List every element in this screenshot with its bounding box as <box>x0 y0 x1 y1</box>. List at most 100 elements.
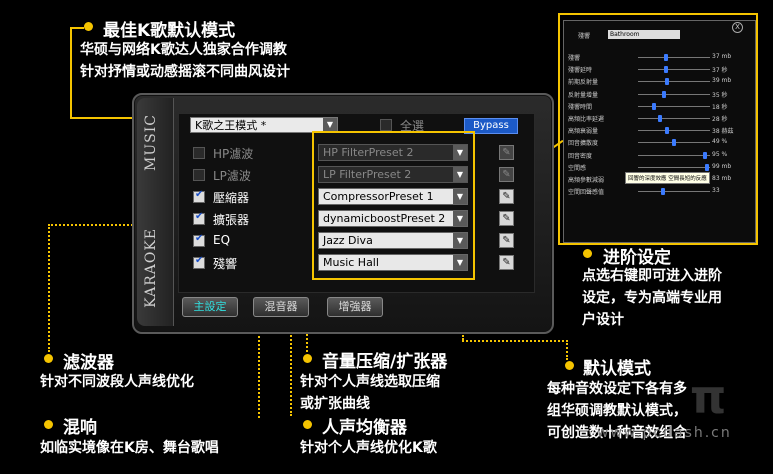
slider-label: 空間感 <box>568 164 587 172</box>
bypass-button[interactable]: Bypass <box>464 118 518 134</box>
preset-value: CompressorPreset 1 <box>323 190 434 203</box>
eq-title: 人声均衡器 <box>322 418 407 438</box>
advanced-desc-1: 点选右键即可进入进阶 <box>582 268 722 284</box>
slider-value: 49 % <box>712 138 728 146</box>
compressor-checkbox[interactable] <box>193 189 205 203</box>
eq-checkbox[interactable] <box>193 233 205 247</box>
slider-track[interactable] <box>638 81 710 83</box>
leader-line <box>48 224 50 352</box>
advanced-title: 进阶设定 <box>603 248 671 268</box>
expander-preset-select[interactable]: dynamicboostPreset 2 ▼ <box>318 210 468 227</box>
eq-preset-select[interactable]: Jazz Diva▼ <box>318 232 468 249</box>
edit-icon[interactable]: ✎ <box>499 167 514 182</box>
slider-handle[interactable] <box>658 115 663 122</box>
slider-handle[interactable] <box>665 78 670 86</box>
edit-icon[interactable]: ✎ <box>499 211 514 226</box>
leader-line <box>70 27 72 119</box>
chevron-down-icon[interactable]: ▼ <box>453 189 467 204</box>
slider-track[interactable] <box>638 154 710 156</box>
slider-handle[interactable] <box>662 90 667 98</box>
slider-track[interactable] <box>638 69 710 71</box>
eq-label: EQ <box>213 233 231 247</box>
hp-filter-label: HP濾波 <box>213 147 254 161</box>
preset-value: dynamicboostPreset 2 <box>323 212 446 225</box>
slider-handle[interactable] <box>651 102 656 110</box>
reverb-preset-select[interactable]: Music Hall ▼ <box>318 254 468 271</box>
slider-label: 殘響 <box>568 55 581 62</box>
preset-highlight-frame <box>312 131 475 280</box>
reverb-type-select[interactable]: Bathroom <box>608 30 680 39</box>
slider-track[interactable] <box>638 130 710 132</box>
slider-label: 空間回聲感值 <box>568 189 605 197</box>
advanced-select-label: 殘響 <box>578 33 591 40</box>
hp-filter-preset-select[interactable]: HP FilterPreset 2▼ <box>318 144 468 161</box>
leader-line <box>70 27 84 29</box>
slider-handle[interactable] <box>702 151 707 159</box>
slider-track[interactable] <box>638 118 710 119</box>
select-all-checkbox[interactable] <box>380 119 392 131</box>
chevron-down-icon[interactable]: ▼ <box>453 211 467 226</box>
slider-handle[interactable] <box>661 188 666 196</box>
edit-icon[interactable]: ✎ <box>499 189 514 204</box>
slider-label: 殘響時間 <box>568 103 593 111</box>
slider-value: 35 秒 <box>712 91 728 99</box>
slider-label: 回音密度 <box>568 152 593 160</box>
hp-filter-checkbox[interactable] <box>193 147 205 159</box>
callout-bullet <box>84 22 93 31</box>
mode-select[interactable]: K歌之王模式 * ▼ <box>190 117 338 133</box>
tab-karaoke[interactable]: KARAOKE <box>143 228 159 308</box>
slider-handle[interactable] <box>665 127 670 135</box>
slider-handle[interactable] <box>663 66 668 74</box>
slider-track[interactable] <box>638 105 710 107</box>
chevron-down-icon[interactable]: ▼ <box>453 233 467 248</box>
slider-value: 95 % <box>712 150 728 158</box>
tab-main-settings[interactable]: 主設定 <box>182 297 238 317</box>
expander-checkbox[interactable] <box>193 211 205 225</box>
tab-music[interactable]: MUSIC <box>143 114 159 171</box>
slider-track[interactable] <box>638 57 710 58</box>
tab-mixer[interactable]: 混音器 <box>253 297 309 317</box>
chevron-down-icon[interactable]: ▼ <box>453 145 467 160</box>
slider-track[interactable] <box>638 191 710 193</box>
slider-value: 99 mb <box>712 162 732 170</box>
leader-line <box>756 13 758 245</box>
slider-label: 高頻比率延遲 <box>568 116 605 123</box>
slider-label: 反射量增量 <box>568 91 599 99</box>
lp-filter-label: LP濾波 <box>213 169 251 183</box>
edit-icon[interactable]: ✎ <box>499 145 514 160</box>
lp-filter-checkbox[interactable] <box>193 169 205 181</box>
side-tab-bar: MUSIC KARAOKE <box>137 98 174 326</box>
slider-label: 高頻參數減弱 <box>568 177 605 184</box>
chevron-down-icon[interactable]: ▼ <box>453 167 467 182</box>
leader-line <box>566 340 568 360</box>
reverb-checkbox[interactable] <box>193 255 205 269</box>
slider-track[interactable] <box>638 166 710 168</box>
leader-line <box>258 268 260 418</box>
callout-bullet <box>44 420 53 429</box>
edit-icon[interactable]: ✎ <box>499 255 514 270</box>
default-mode-title: 默认模式 <box>583 359 651 379</box>
chevron-down-icon[interactable]: ▼ <box>323 118 337 132</box>
expander-label: 擴張器 <box>213 213 250 227</box>
slider-handle[interactable] <box>705 163 710 171</box>
chevron-down-icon[interactable]: ▼ <box>453 255 467 270</box>
default-mode-desc-3: 可创造数十种音效组合 <box>547 425 687 441</box>
close-icon[interactable]: X <box>732 22 743 33</box>
tab-enhancer[interactable]: 增強器 <box>327 297 383 317</box>
filter-desc-1: 针对不同波段人声线优化 <box>40 374 194 390</box>
eq-desc-1: 针对个人声线优化K歌 <box>300 440 437 456</box>
slider-handle[interactable] <box>672 139 676 147</box>
slider-value: 38 赫茲 <box>712 128 734 136</box>
preset-value: Music Hall <box>323 256 379 269</box>
callout-bullet <box>303 354 312 363</box>
edit-icon[interactable]: ✎ <box>499 233 514 248</box>
compressor-preset-select[interactable]: CompressorPreset 1 ▼ <box>318 188 468 205</box>
slider-handle[interactable] <box>663 54 668 61</box>
lp-filter-preset-select[interactable]: LP FilterPreset 2▼ <box>318 166 468 183</box>
callout-bullet <box>583 249 592 258</box>
slider-track[interactable] <box>638 93 710 95</box>
default-mode-desc-2: 组华硕调教默认模式， <box>547 403 687 419</box>
